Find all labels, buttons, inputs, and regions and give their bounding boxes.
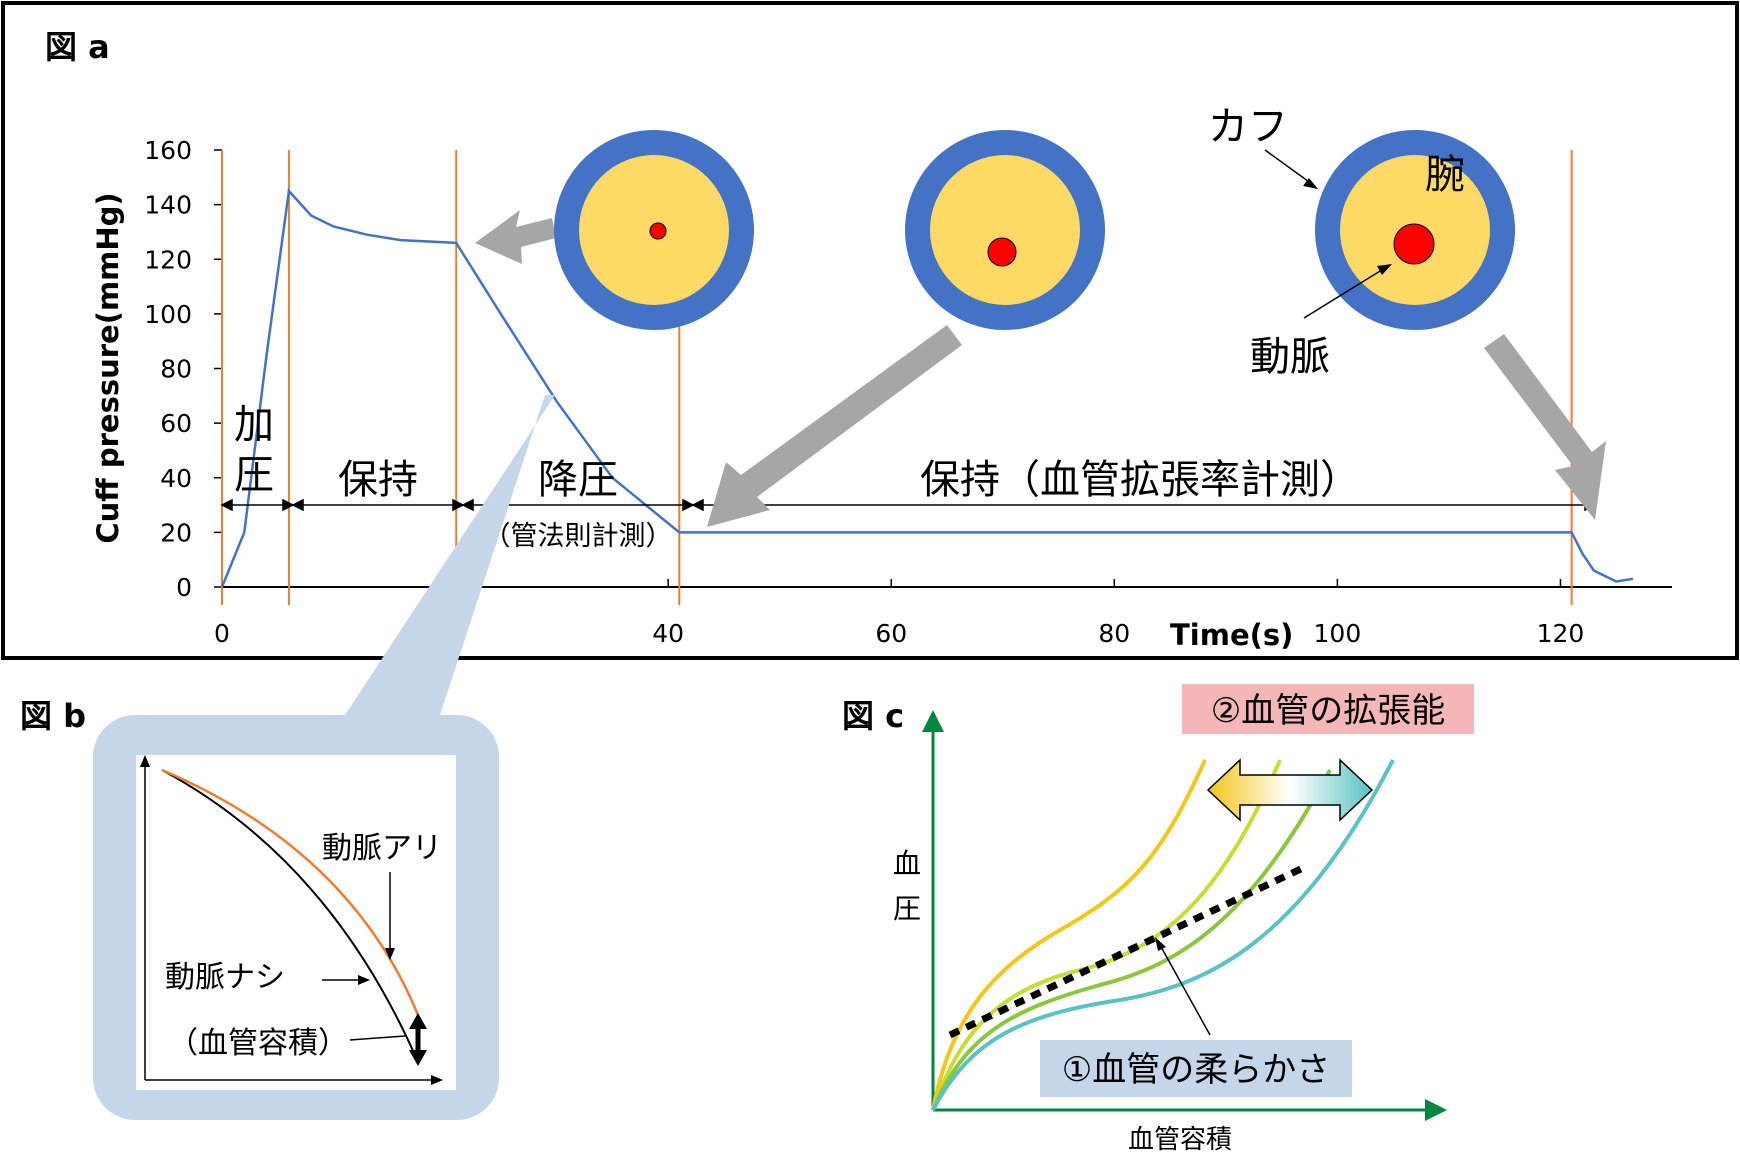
volume-gap-arrowhead-up	[409, 1013, 427, 1029]
arrow-to-hold-start	[707, 325, 962, 527]
x-tick-label: 0	[214, 619, 230, 648]
y-axis-label: Cuff pressure(mmHg)	[91, 192, 125, 543]
arrow-to-deflate-start	[475, 210, 556, 264]
phase-hold-1: 保持	[338, 457, 418, 503]
curve-stiff	[931, 759, 1207, 1111]
y-tick-label: 100	[144, 300, 192, 329]
x-tick-label: 80	[1098, 619, 1130, 648]
fig-c-label: 図 c	[842, 697, 904, 735]
cross-section-2	[905, 130, 1105, 330]
x-tick-label: 120	[1537, 619, 1585, 648]
without-artery-pointer-head	[358, 975, 370, 985]
x-axis-label: Time(s)	[1170, 618, 1293, 652]
y-tick-label: 160	[144, 136, 192, 165]
arrow-to-hold-end	[1484, 334, 1606, 520]
y-tick-label: 40	[160, 464, 192, 493]
fig-b-x-arrowhead	[431, 1075, 443, 1085]
label-cuff: カフ	[1208, 104, 1288, 150]
y-tick-label: 60	[160, 409, 192, 438]
gray-arrows	[475, 210, 1606, 527]
volume-pointer	[349, 1035, 406, 1041]
label-artery: 動脈	[1250, 334, 1330, 380]
fig-a-label: 図 a	[45, 28, 110, 66]
y-ticks: 0 20 40 60 80 100 120 140 160	[144, 136, 222, 602]
dilation-label: ②血管の拡張能	[1211, 691, 1445, 731]
fig-c-x-arrowhead	[1425, 1099, 1447, 1121]
dilation-label-bg	[1182, 684, 1474, 734]
label-without-artery: 動脈ナシ	[165, 960, 285, 995]
softness-slope-line	[948, 863, 1307, 1039]
phase-lines	[221, 150, 1573, 605]
volume-gap-arrowhead-down	[409, 1050, 427, 1066]
y-tick-label: 120	[144, 245, 192, 274]
curve-with-artery	[161, 768, 420, 1016]
cross-section-3	[1315, 130, 1515, 330]
label-with-artery: 動脈アリ	[322, 831, 442, 866]
artery-pointer	[1303, 267, 1386, 319]
cross-section-1	[554, 130, 754, 330]
with-artery-pointer-head	[385, 948, 395, 960]
label-volume: （血管容積）	[168, 1026, 348, 1061]
dilation-range-arrow	[1206, 758, 1374, 822]
fig-b-y-arrowhead	[140, 755, 150, 767]
curve-mid-2	[931, 769, 1332, 1111]
fig-c-ylabel-1: 血	[893, 847, 921, 880]
softness-label-bg	[1040, 1040, 1352, 1097]
zoom-wedge	[345, 395, 555, 715]
artery-pointer-head	[1377, 264, 1392, 275]
softness-label: ①血管の柔らかさ	[1062, 1050, 1330, 1090]
fig-c-xlabel: 血管容積	[1128, 1125, 1232, 1155]
x-tick-label: 100	[1314, 619, 1362, 648]
curve-without-artery	[161, 769, 419, 1063]
pressure-curve	[220, 188, 1634, 588]
phase-inflate-2: 圧	[234, 452, 274, 498]
softness-pointer	[1159, 944, 1211, 1036]
cuff-pointer	[1264, 149, 1313, 185]
fig-b-label: 図 b	[20, 697, 86, 735]
y-tick-label: 20	[160, 518, 192, 547]
x-tick-label: 60	[875, 619, 907, 648]
fig-a-frame	[1, 1, 1739, 660]
phase-deflate: 降圧	[538, 457, 618, 503]
fig-c-y-arrowhead	[922, 710, 944, 732]
x-tick-label: 40	[652, 619, 684, 648]
cuff-pointer-head	[1303, 178, 1318, 189]
phase-hold-2: 保持（血管拡張率計測）	[920, 457, 1360, 503]
y-tick-label: 0	[176, 573, 192, 602]
y-tick-label: 140	[144, 191, 192, 220]
phase-deflate-sub: （管法則計測）	[484, 521, 673, 552]
y-tick-label: 80	[160, 355, 192, 384]
curve-soft	[931, 759, 1395, 1111]
fig-b-panel	[136, 755, 456, 1090]
label-arm: 腕	[1425, 152, 1465, 198]
softness-pointer-head	[1155, 937, 1166, 951]
fig-c-ylabel-2: 圧	[893, 892, 921, 925]
phase-inflate-1: 加	[234, 402, 274, 448]
